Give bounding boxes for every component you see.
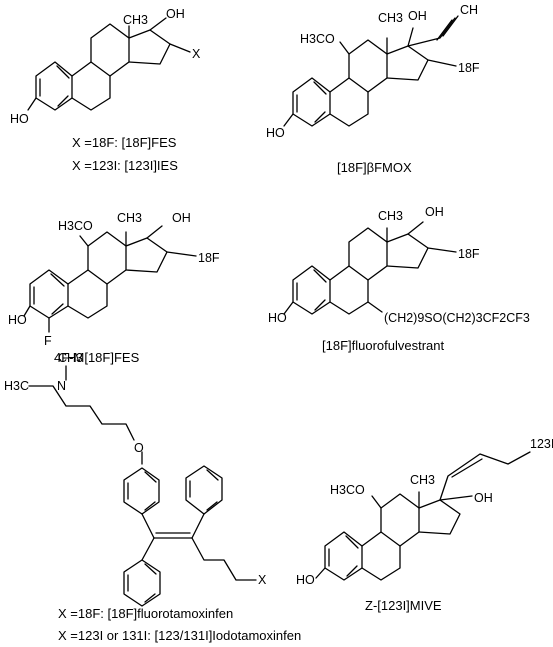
ether-oxygen-label: O xyxy=(134,441,144,455)
methyl-label: CH3 xyxy=(123,13,148,27)
structure-fluorofulvestrant xyxy=(283,221,457,315)
iodine-123-label: 123I xyxy=(530,437,553,451)
structure-mive xyxy=(315,451,531,581)
substituent-x-label: X xyxy=(192,47,201,61)
methoxy-label: H3CO xyxy=(58,219,93,233)
methyl-label: CH3 xyxy=(117,211,142,225)
caption-fluorofulvestrant: [18F]fluorofulvestrant xyxy=(322,338,445,353)
methoxy-label: H3CO xyxy=(300,32,335,46)
caption-mive: Z-[123I]MIVE xyxy=(365,598,442,613)
methyl-label: CH3 xyxy=(378,209,403,223)
methoxy-label: H3CO xyxy=(330,483,365,497)
hydroxyl-label: OH xyxy=(408,9,427,23)
hydroxyl-label: HO xyxy=(266,126,285,140)
hydroxyl-label: OH xyxy=(425,205,444,219)
structure-bfmox xyxy=(283,15,459,127)
hydroxyl-label: HO xyxy=(8,313,27,327)
caption-ies: X =123I: [123I]IES xyxy=(72,158,178,173)
methyl-label: CH3 xyxy=(58,351,83,365)
substituent-x-label: X xyxy=(258,573,267,587)
caption-fluorotamoxifen: X =18F: [18F]fluorotamoxinfen xyxy=(58,606,233,621)
fluorine-18-label: 18F xyxy=(458,247,480,261)
dimethylamino-methyl-label: H3C xyxy=(4,379,29,393)
hydroxyl-label: HO xyxy=(10,112,29,126)
structure-4f-mfes xyxy=(23,225,197,333)
hydroxyl-label: HO xyxy=(296,573,315,587)
structure-fes xyxy=(27,17,191,111)
hydroxyl-label: OH xyxy=(166,7,185,21)
methyl-label: CH3 xyxy=(410,473,435,487)
caption-bfmox: [18F]βFMOX xyxy=(337,160,412,175)
fluorine-18-label: 18F xyxy=(458,61,480,75)
structure-tamoxifen xyxy=(28,365,257,607)
alkyne-ch-label: CH xyxy=(460,3,478,17)
hydroxyl-label: OH xyxy=(172,211,191,225)
methyl-label: CH3 xyxy=(378,11,403,25)
fluorine-label: F xyxy=(44,334,52,348)
side-chain-label: (CH2)9SO(CH2)3CF2CF3 xyxy=(384,311,530,325)
caption-fes: X =18F: [18F]FES xyxy=(72,135,177,150)
fluorine-18-label: 18F xyxy=(198,251,220,265)
hydroxyl-label: OH xyxy=(474,491,493,505)
caption-4f-mfes: 4F-M[18F]FES xyxy=(54,350,140,365)
nitrogen-label: N xyxy=(57,379,66,393)
caption-iodotamoxifen: X =123I or 131I: [123/131I]Iodotamoxinfe… xyxy=(58,628,301,643)
hydroxyl-label: HO xyxy=(268,311,287,325)
